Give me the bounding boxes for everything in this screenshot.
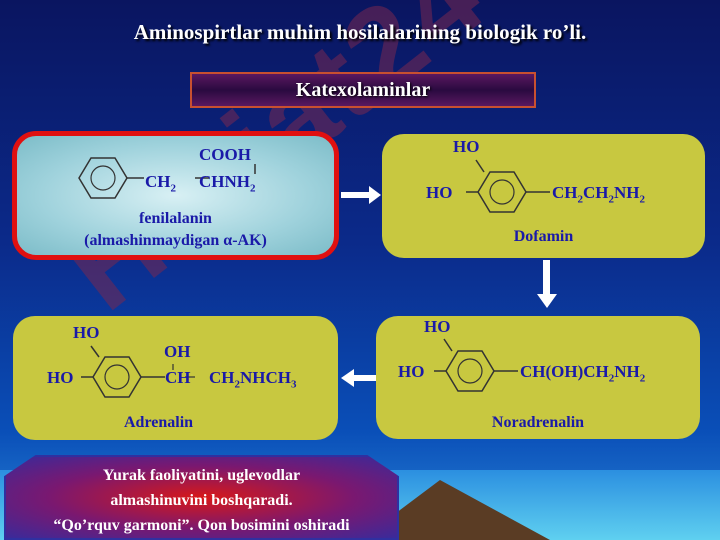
dopamine-nh2-text: NH: [614, 183, 640, 202]
arrow-down-head: [537, 294, 557, 308]
slide-title: Aminospirtlar muhim hosilalarining biolo…: [133, 20, 587, 44]
cooh-label: COOH: [199, 145, 251, 164]
info-line-1: Yurak faoliyatini, uglevodlar: [102, 467, 301, 484]
ch2-text: CH: [145, 172, 171, 191]
noradrenaline-ho-top: HO: [424, 317, 451, 336]
arrow-right-head: [369, 186, 381, 204]
chnh2-label: CHNH2: [199, 172, 256, 195]
noradrenaline-chain-text: CH(OH)CH: [520, 362, 609, 381]
noradrenaline-chain: CH(OH)CH2NH2: [520, 362, 646, 385]
dopamine-chain-text: CH: [552, 183, 578, 202]
noradrenaline-ho-left: HO: [398, 362, 425, 381]
subtitle: Katexolaminlar: [295, 78, 431, 101]
phenylalanine-name: fenilalanin: [139, 210, 212, 227]
phenylalanine-note: (almashinmaydigan α-AK): [84, 232, 267, 249]
adrenaline-nhch3-text: NHCH: [240, 368, 291, 387]
benzene-ring: [81, 345, 195, 398]
info-line-3: “Qo’rquv garmoni”. Qon bosimini oshiradi: [53, 517, 350, 534]
dopamine-name: Dofamin: [513, 228, 574, 245]
dopamine-chain: CH2CH2NH2: [552, 183, 645, 206]
dopamine-ho-top: HO: [453, 137, 480, 156]
info-line-2: almashinuvini boshqaradi.: [110, 492, 293, 509]
adrenaline-oh: OH: [164, 342, 191, 361]
phenylalanine-card: COOH CH2 CHNH2 fenilalanin (almashinmayd…: [12, 131, 339, 260]
noradrenaline-name: Noradrenalin: [491, 414, 585, 431]
adrenaline-ho-left: HO: [47, 368, 74, 387]
dopamine-card: HO HO CH2CH2NH2 Dofamin: [382, 134, 705, 258]
arrow-left-head: [341, 369, 354, 387]
dopamine-ho-left: HO: [426, 183, 453, 202]
adrenaline-ho-top: HO: [73, 323, 100, 342]
adrenaline-name: Adrenalin: [124, 414, 194, 431]
adrenaline-ch: CH: [165, 368, 191, 387]
noradrenaline-nh2-text: NH: [614, 362, 640, 381]
adrenaline-chain: CH2NHCH3: [209, 368, 297, 391]
adrenaline-card: HO OH HO CH CH2NHCH3 Adrenalin: [13, 316, 338, 440]
ch2-label: CH2: [145, 172, 176, 195]
chnh2-text: CHNH: [199, 172, 250, 191]
arrow-left: [354, 375, 376, 381]
noradrenaline-card: HO HO CH(OH)CH2NH2 Noradrenalin: [376, 316, 700, 439]
arrow-down: [543, 260, 550, 296]
adrenaline-info-box: Yurak faoliyatini, uglevodlar almashinuv…: [4, 455, 399, 540]
benzene-ring: [434, 338, 518, 392]
dopamine-chain2-text: CH: [583, 183, 609, 202]
subtitle-box: Katexolaminlar: [190, 72, 536, 108]
benzene-ring: [466, 159, 550, 213]
arrow-right: [341, 192, 371, 198]
benzene-ring: [78, 157, 256, 199]
adrenaline-ch2-text: CH: [209, 368, 235, 387]
